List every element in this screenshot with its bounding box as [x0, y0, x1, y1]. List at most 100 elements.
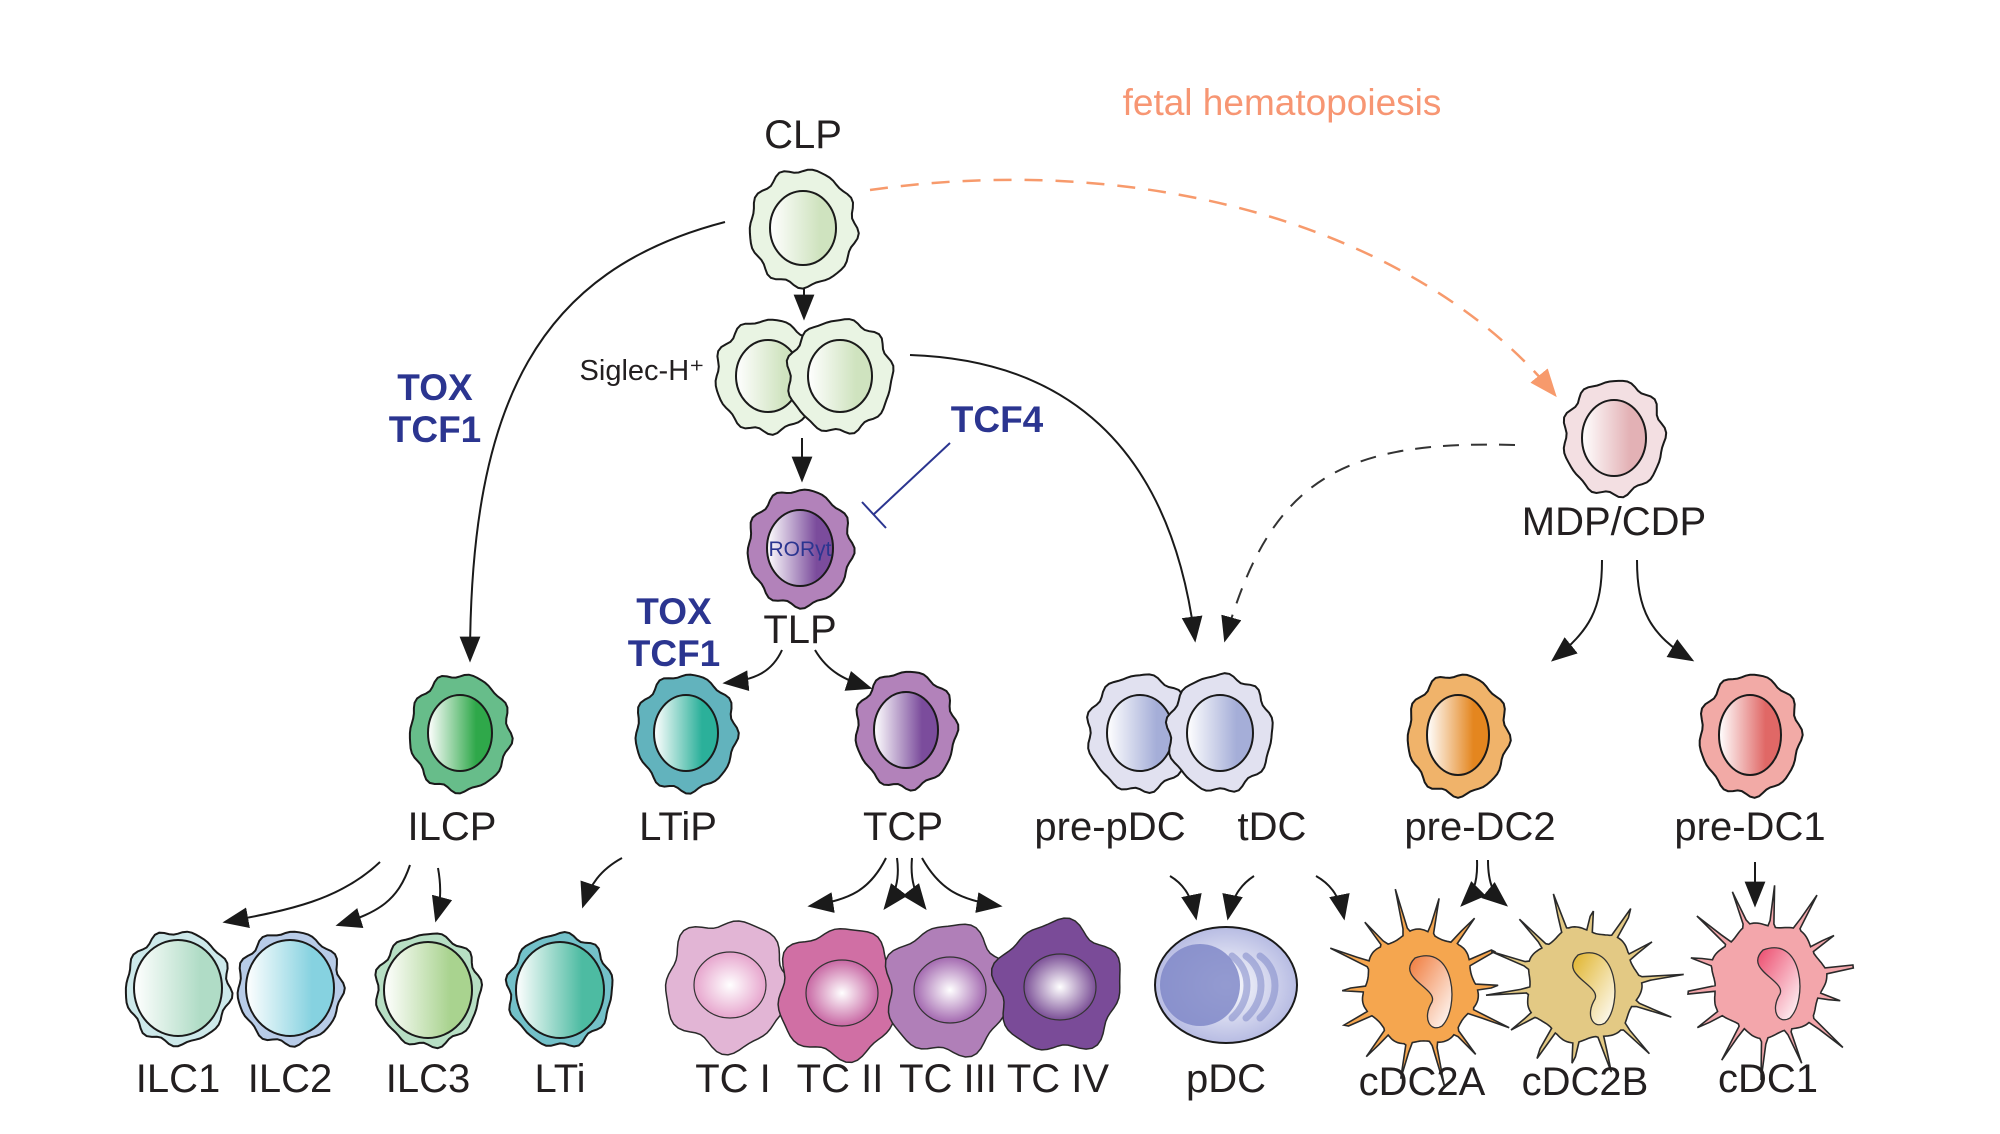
- er-cisterna: [1242, 952, 1265, 1022]
- cell-nucleus: [1757, 947, 1801, 1021]
- label-tc3: TC III: [899, 1057, 997, 1101]
- label-lti: LTi: [534, 1057, 585, 1101]
- cell-nucleus: [427, 694, 493, 772]
- cell-predc1: [1698, 673, 1804, 799]
- cell-tc4: [990, 917, 1121, 1051]
- inhibition-tcf4-to-tlp: [872, 442, 951, 516]
- cell-cdc2b: [1485, 893, 1684, 1073]
- cell-nucleus: [693, 951, 767, 1019]
- edge-clp-to-ilcp: [459, 221, 726, 663]
- cell-nucleus: [515, 941, 605, 1039]
- label-prepdc: pre-pDC: [1034, 805, 1185, 849]
- factor-tox-left: TOX: [397, 367, 473, 408]
- er-cisterna: [1228, 952, 1251, 1022]
- cell-nucleus: [769, 190, 837, 266]
- label-ilc2: ILC2: [248, 1057, 333, 1101]
- edge-tcp-to-tc4: [921, 857, 1003, 913]
- label-tc1: TC I: [695, 1057, 771, 1101]
- edge-predc2-to-cdc2b: [1481, 859, 1508, 907]
- edge-ilcp-to-ilc3: [431, 867, 453, 923]
- edge-prepdc-to-pdc: [1169, 875, 1202, 921]
- edge-tlp-to-ltip: [722, 649, 783, 692]
- cell-nucleus: [1023, 953, 1097, 1021]
- cell-body: [1329, 888, 1510, 1087]
- cell-body: [1687, 885, 1855, 1081]
- edge-ilcp-to-ilc2: [335, 864, 411, 929]
- cell-ilc2: [236, 930, 346, 1048]
- edge-mdp-to-predc1: [1636, 559, 1695, 662]
- edge-predc2-to-cdc2a: [1460, 859, 1486, 907]
- label-predc1: pre-DC1: [1674, 805, 1825, 849]
- edge-tcp-to-tc1: [807, 857, 887, 913]
- cell-nucleus: [1572, 952, 1616, 1026]
- label-ilc3: ILC3: [386, 1057, 471, 1101]
- cell-nucleus: [1106, 694, 1174, 772]
- factor-tcf1-middle: TCF1: [628, 633, 721, 674]
- label-cdc2b: cDC2B: [1522, 1060, 1649, 1104]
- edge-tcp-to-tc3: [902, 857, 927, 911]
- cell-mdp: [1562, 379, 1668, 499]
- er-cisterna: [1256, 952, 1279, 1022]
- cell-nucleus: [1160, 944, 1240, 1026]
- label-cdc1: cDC1: [1718, 1057, 1818, 1101]
- label-ltip: LTiP: [639, 805, 717, 849]
- label-ilc1: ILC1: [136, 1057, 221, 1101]
- label-clp: CLP: [764, 113, 842, 157]
- cell-nucleus: [1718, 694, 1782, 776]
- cell-nucleus: [1186, 694, 1254, 772]
- label-tdc: tDC: [1238, 805, 1307, 849]
- cell-nucleus: [653, 694, 719, 772]
- cell-tc3: [884, 923, 1015, 1058]
- cell-predc2: [1406, 673, 1512, 799]
- label-tc4: TC IV: [1007, 1057, 1110, 1101]
- label-mdp: MDP/CDP: [1522, 500, 1706, 544]
- cell-nucleus: [807, 339, 873, 413]
- cell-nucleus: [245, 939, 335, 1037]
- cell-pdc: [1154, 926, 1298, 1044]
- label-tcp: TCP: [863, 805, 943, 849]
- title-fetal-hematopoiesis: fetal hematopoiesis: [1123, 82, 1442, 123]
- cell-nucleus: [913, 956, 987, 1024]
- edge-tdc-to-pdc: [1222, 875, 1255, 921]
- label-siglec: Siglec-H⁺: [580, 355, 705, 387]
- cell-nucleus: [1409, 955, 1453, 1029]
- edge-siglec-to-prepdc: [909, 354, 1203, 643]
- cell-ilcp: [408, 673, 514, 795]
- cell-tc2: [777, 927, 909, 1064]
- edge-mdp-to-predc2: [1550, 559, 1603, 662]
- edge-mdp-to-tdc: [1221, 443, 1516, 643]
- edge-ilcp-to-ilc1: [222, 861, 381, 928]
- label-ilcp: ILCP: [408, 805, 497, 849]
- cell-nucleus: [1426, 694, 1490, 776]
- cell-tc1: [664, 920, 797, 1056]
- label-predc2: pre-DC2: [1404, 805, 1555, 849]
- inhibition-bar: [861, 501, 887, 529]
- cell-nucleus: [873, 691, 939, 769]
- cell-nucleus: [1581, 399, 1647, 477]
- label-cdc2a: cDC2A: [1359, 1060, 1486, 1104]
- factor-tox-middle: TOX: [636, 591, 712, 632]
- cell-lti: [504, 930, 614, 1048]
- label-pdc: pDC: [1186, 1057, 1266, 1101]
- labels: fetal hematopoiesis CLP Siglec-H⁺ TLP MD…: [136, 82, 1826, 1104]
- factor-tcf1-left: TCF1: [389, 409, 482, 450]
- cell-ilc3: [374, 932, 484, 1050]
- label-tc2: TC II: [797, 1057, 884, 1101]
- label-tlp: TLP: [763, 608, 836, 652]
- cell-siglec: [785, 318, 895, 435]
- cell-tdc: [1164, 672, 1274, 793]
- cell-tcp: [854, 670, 960, 792]
- edge-ltip-to-lti: [580, 857, 623, 909]
- cell-ltip: [634, 673, 740, 795]
- cell-clp: [748, 168, 860, 290]
- factor-tcf4: TCF4: [951, 399, 1044, 440]
- edge-tcp-to-tc2: [883, 857, 908, 911]
- cell-cdc1: [1687, 885, 1855, 1081]
- fetal-edge-clp-to-mdp: [869, 178, 1557, 398]
- cell-cdc2a: [1329, 888, 1510, 1087]
- cells: RORγt: [124, 168, 1855, 1087]
- edges: [222, 178, 1766, 929]
- cell-nucleus: [766, 509, 834, 587]
- cell-nucleus: [805, 959, 879, 1027]
